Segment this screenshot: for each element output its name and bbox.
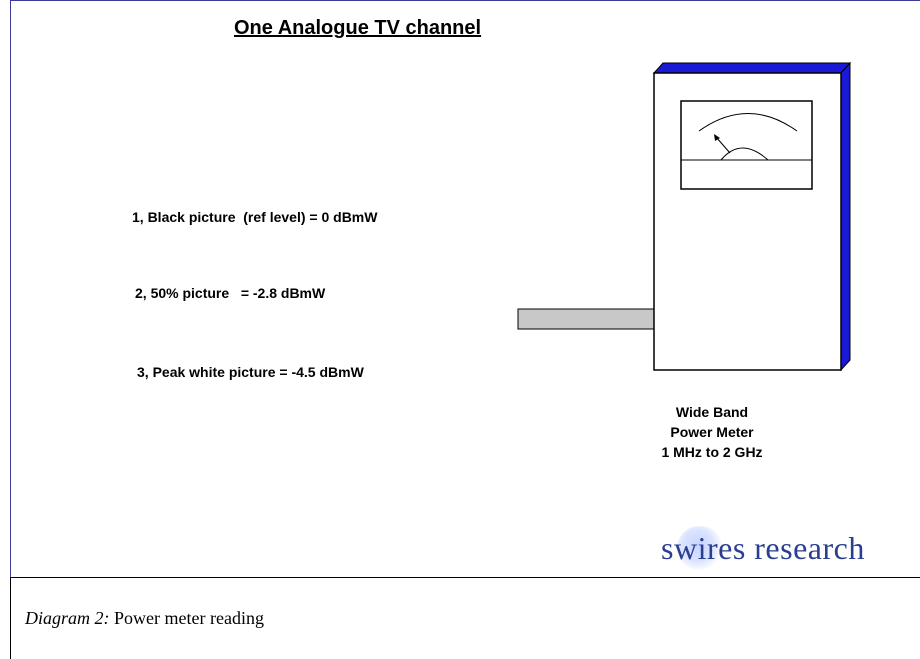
logo-text: swires research: [661, 530, 865, 566]
diagram-caption: Diagram 2: Power meter reading: [25, 608, 264, 629]
caption-label: Diagram 2:: [25, 608, 110, 628]
logo-glow-icon: [677, 526, 723, 570]
meter-side-face: [840, 61, 851, 372]
reading-peak-white-picture: 3, Peak white picture = -4.5 dBmW: [137, 364, 364, 380]
meter-label-line-2: Power Meter: [670, 424, 754, 440]
meter-label-line-3: 1 MHz to 2 GHz: [661, 444, 763, 460]
slide-title: One Analogue TV channel: [234, 17, 482, 39]
meter-pivot-arc: [720, 147, 769, 161]
caption-text: Power meter reading: [109, 608, 264, 628]
meter-top-face: [652, 62, 852, 74]
meter-scale-arc: [698, 113, 798, 132]
meter-label: Wide Band Power Meter 1 MHz to 2 GHz: [657, 402, 767, 462]
meter-dial-window: [680, 100, 813, 190]
reading-black-picture: 1, Black picture (ref level) = 0 dBmW: [132, 209, 378, 225]
power-meter-diagram: [517, 61, 852, 372]
meter-needle-tip: [714, 134, 720, 141]
reading-50-percent-picture: 2, 50% picture = -2.8 dBmW: [135, 285, 326, 301]
caption-bar: Diagram 2: Power meter reading: [10, 577, 920, 659]
meter-needle: [715, 136, 731, 154]
slide: One Analogue TV channel 1, Black picture…: [10, 0, 920, 577]
swires-research-logo: swires research: [653, 524, 920, 574]
meter-label-line-1: Wide Band: [675, 404, 749, 420]
